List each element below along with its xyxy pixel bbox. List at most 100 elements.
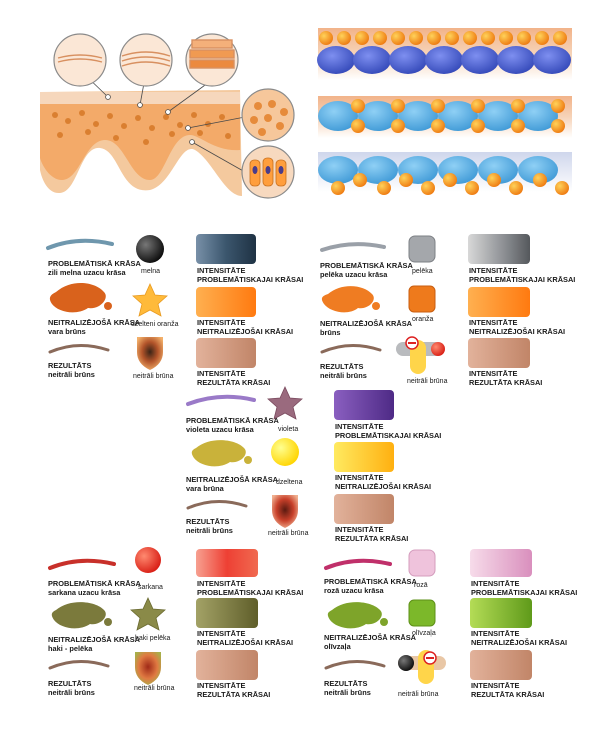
- intensity-desc: NEITRALIZĒJOŠAI KRĀSAI: [335, 482, 431, 491]
- problem-color-label: PROBLEMĀTISKĀ KRĀSA: [186, 416, 279, 425]
- star-swatch-orange-yellow: [132, 283, 168, 317]
- shield-swatch-brown: [135, 652, 161, 685]
- group-black: PROBLEMĀTISKĀ KRĀSA zili melna uzacu krā…: [46, 234, 303, 387]
- neutralizer-desc: olīvzaļa: [324, 642, 352, 651]
- intensity-bar-problem: [470, 549, 532, 577]
- intensity-bar-result: [196, 338, 256, 368]
- intensity-bar-neutralizer: [196, 287, 256, 317]
- problem-color-desc: sarkana uzacu krāsa: [48, 588, 121, 597]
- problem-color-desc: rozā uzacu krāsa: [324, 586, 384, 595]
- result-label: REZULTĀTS: [48, 361, 91, 370]
- red-dot-swatch: [135, 547, 161, 573]
- brow-stroke-brown: [324, 660, 386, 670]
- swatch-label: rozā: [414, 582, 428, 589]
- intensity-label: INTENSITĀTE: [335, 525, 384, 534]
- result-desc: neitrāli brūns: [48, 688, 95, 697]
- neutralizer-label: NEITRALIZĒJOŠĀ KRĀSA: [324, 633, 417, 642]
- intensity-label: INTENSITĀTE: [469, 266, 518, 275]
- problem-color-label: PROBLEMĀTISKĀ KRĀSA: [320, 261, 413, 270]
- intensity-label: INTENSITĀTE: [197, 629, 246, 638]
- intensity-desc: NEITRALIZĒJOŠAI KRĀSAI: [471, 638, 567, 647]
- intensity-label: INTENSITĀTE: [471, 579, 520, 588]
- black-dot-swatch: [136, 235, 164, 263]
- result-label: REZULTĀTS: [320, 362, 363, 371]
- intensity-desc: REZULTĀTA KRĀSAI: [471, 690, 544, 699]
- intensity-desc: REZULTĀTA KRĀSAI: [197, 378, 270, 387]
- brow-stroke-brown: [186, 500, 248, 510]
- intensity-bar-result: [196, 650, 258, 680]
- swatch-label: neitrāli brūna: [134, 685, 175, 692]
- intensity-bar-result: [470, 650, 532, 680]
- intensity-bar-problem: [196, 549, 258, 577]
- brow-stroke-brown: [320, 344, 382, 354]
- mix-swatch-gray-orange: [396, 336, 445, 374]
- problem-color-label: PROBLEMĀTISKĀ KRĀSA: [48, 579, 141, 588]
- neutralizer-label: NEITRALIZĒJOŠĀ KRĀSA: [48, 318, 141, 327]
- swatch-label: neitrāli brūna: [398, 691, 439, 698]
- shield-swatch-brown: [137, 337, 163, 370]
- swatch-label: melna: [141, 268, 160, 275]
- intensity-desc: PROBLEMĀTISKAJAI KRĀSAI: [469, 275, 575, 284]
- intensity-label: INTENSITĀTE: [469, 318, 518, 327]
- result-label: REZULTĀTS: [324, 679, 367, 688]
- brow-stroke-pink: [324, 558, 392, 570]
- olive-green-droplet: [380, 618, 388, 626]
- neutralizer-desc: haki - pelēka: [48, 644, 93, 653]
- orange-blob-swatch: [321, 286, 374, 313]
- problem-color-label: PROBLEMĀTISKĀ KRĀSA: [48, 259, 141, 268]
- brow-stroke-brown: [48, 344, 110, 354]
- orange-droplet: [372, 302, 380, 310]
- intensity-desc: NEITRALIZĒJOŠAI KRĀSAI: [197, 327, 293, 336]
- result-desc: neitrāli brūns: [324, 688, 371, 697]
- intensity-bar-neutralizer: [470, 598, 532, 628]
- neutralizer-label: NEITRALIZĒJOŠĀ KRĀSA: [320, 319, 413, 328]
- intensity-bar-problem: [196, 234, 256, 264]
- intensity-bar-problem: [468, 234, 530, 264]
- intensity-label: INTENSITĀTE: [197, 318, 246, 327]
- swatch-label: oranža: [412, 316, 434, 323]
- intensity-desc: PROBLEMĀTISKAJAI KRĀSAI: [335, 431, 441, 440]
- swatch-label: dzelteni oranža: [131, 321, 179, 328]
- pigment-layer-2: [318, 96, 572, 138]
- mix-swatch-black-olive: [398, 650, 446, 684]
- intensity-label: INTENSITĀTE: [197, 266, 246, 275]
- intensity-bar-problem: [334, 390, 394, 420]
- olive-green-square-swatch: [408, 599, 436, 627]
- star-swatch-khaki: [130, 597, 166, 631]
- problem-color-desc: violeta uzacu krāsa: [186, 425, 255, 434]
- yellow-dot-swatch: [271, 438, 299, 466]
- intensity-desc: PROBLEMĀTISKAJAI KRĀSAI: [471, 588, 577, 597]
- intensity-bar-result: [468, 338, 530, 368]
- intensity-bar-neutralizer: [468, 287, 530, 317]
- intensity-bar-result: [334, 494, 394, 524]
- result-label: REZULTĀTS: [48, 679, 91, 688]
- intensity-desc: PROBLEMĀTISKAJAI KRĀSAI: [197, 275, 303, 284]
- problem-color-desc: zili melna uzacu krāsa: [48, 268, 127, 277]
- swatch-label: neitrāli brūna: [407, 378, 448, 385]
- intensity-desc: REZULTĀTA KRĀSAI: [469, 378, 542, 387]
- problem-color-label: PROBLEMĀTISKĀ KRĀSA: [324, 577, 417, 586]
- neutralizer-label: NEITRALIZĒJOŠĀ KRĀSA: [186, 475, 279, 484]
- olive-yellow-blob-swatch: [191, 440, 246, 467]
- result-desc: neitrāli brūns: [48, 370, 95, 379]
- brow-stroke-gray: [320, 242, 386, 252]
- intensity-label: INTENSITĀTE: [197, 579, 246, 588]
- olive-green-blob-swatch: [327, 602, 382, 629]
- group-red: PROBLEMĀTISKĀ KRĀSA sarkana uzacu krāsa …: [48, 547, 303, 699]
- swatch-label: haki pelēka: [135, 635, 171, 642]
- neutralizer-desc: vara brūns: [48, 327, 86, 336]
- neutralizer-label: NEITRALIZĒJOŠĀ KRĀSA: [48, 635, 141, 644]
- swatch-label: neitrāli brūna: [133, 373, 174, 380]
- group-violet: PROBLEMĀTISKĀ KRĀSA violeta uzacu krāsa …: [186, 386, 441, 543]
- pigment-layer-1: [317, 28, 572, 80]
- swatch-label: neitrāli brūna: [268, 530, 309, 537]
- star-swatch-violet: [267, 386, 303, 420]
- brow-stroke-violet: [186, 394, 256, 406]
- intensity-label: INTENSITĀTE: [471, 629, 520, 638]
- result-desc: neitrāli brūns: [320, 371, 367, 380]
- intensity-desc: REZULTĀTA KRĀSAI: [197, 690, 270, 699]
- brow-stroke-blue-black: [46, 238, 114, 250]
- khaki-droplet: [104, 618, 112, 626]
- intensity-bar-neutralizer: [334, 442, 394, 472]
